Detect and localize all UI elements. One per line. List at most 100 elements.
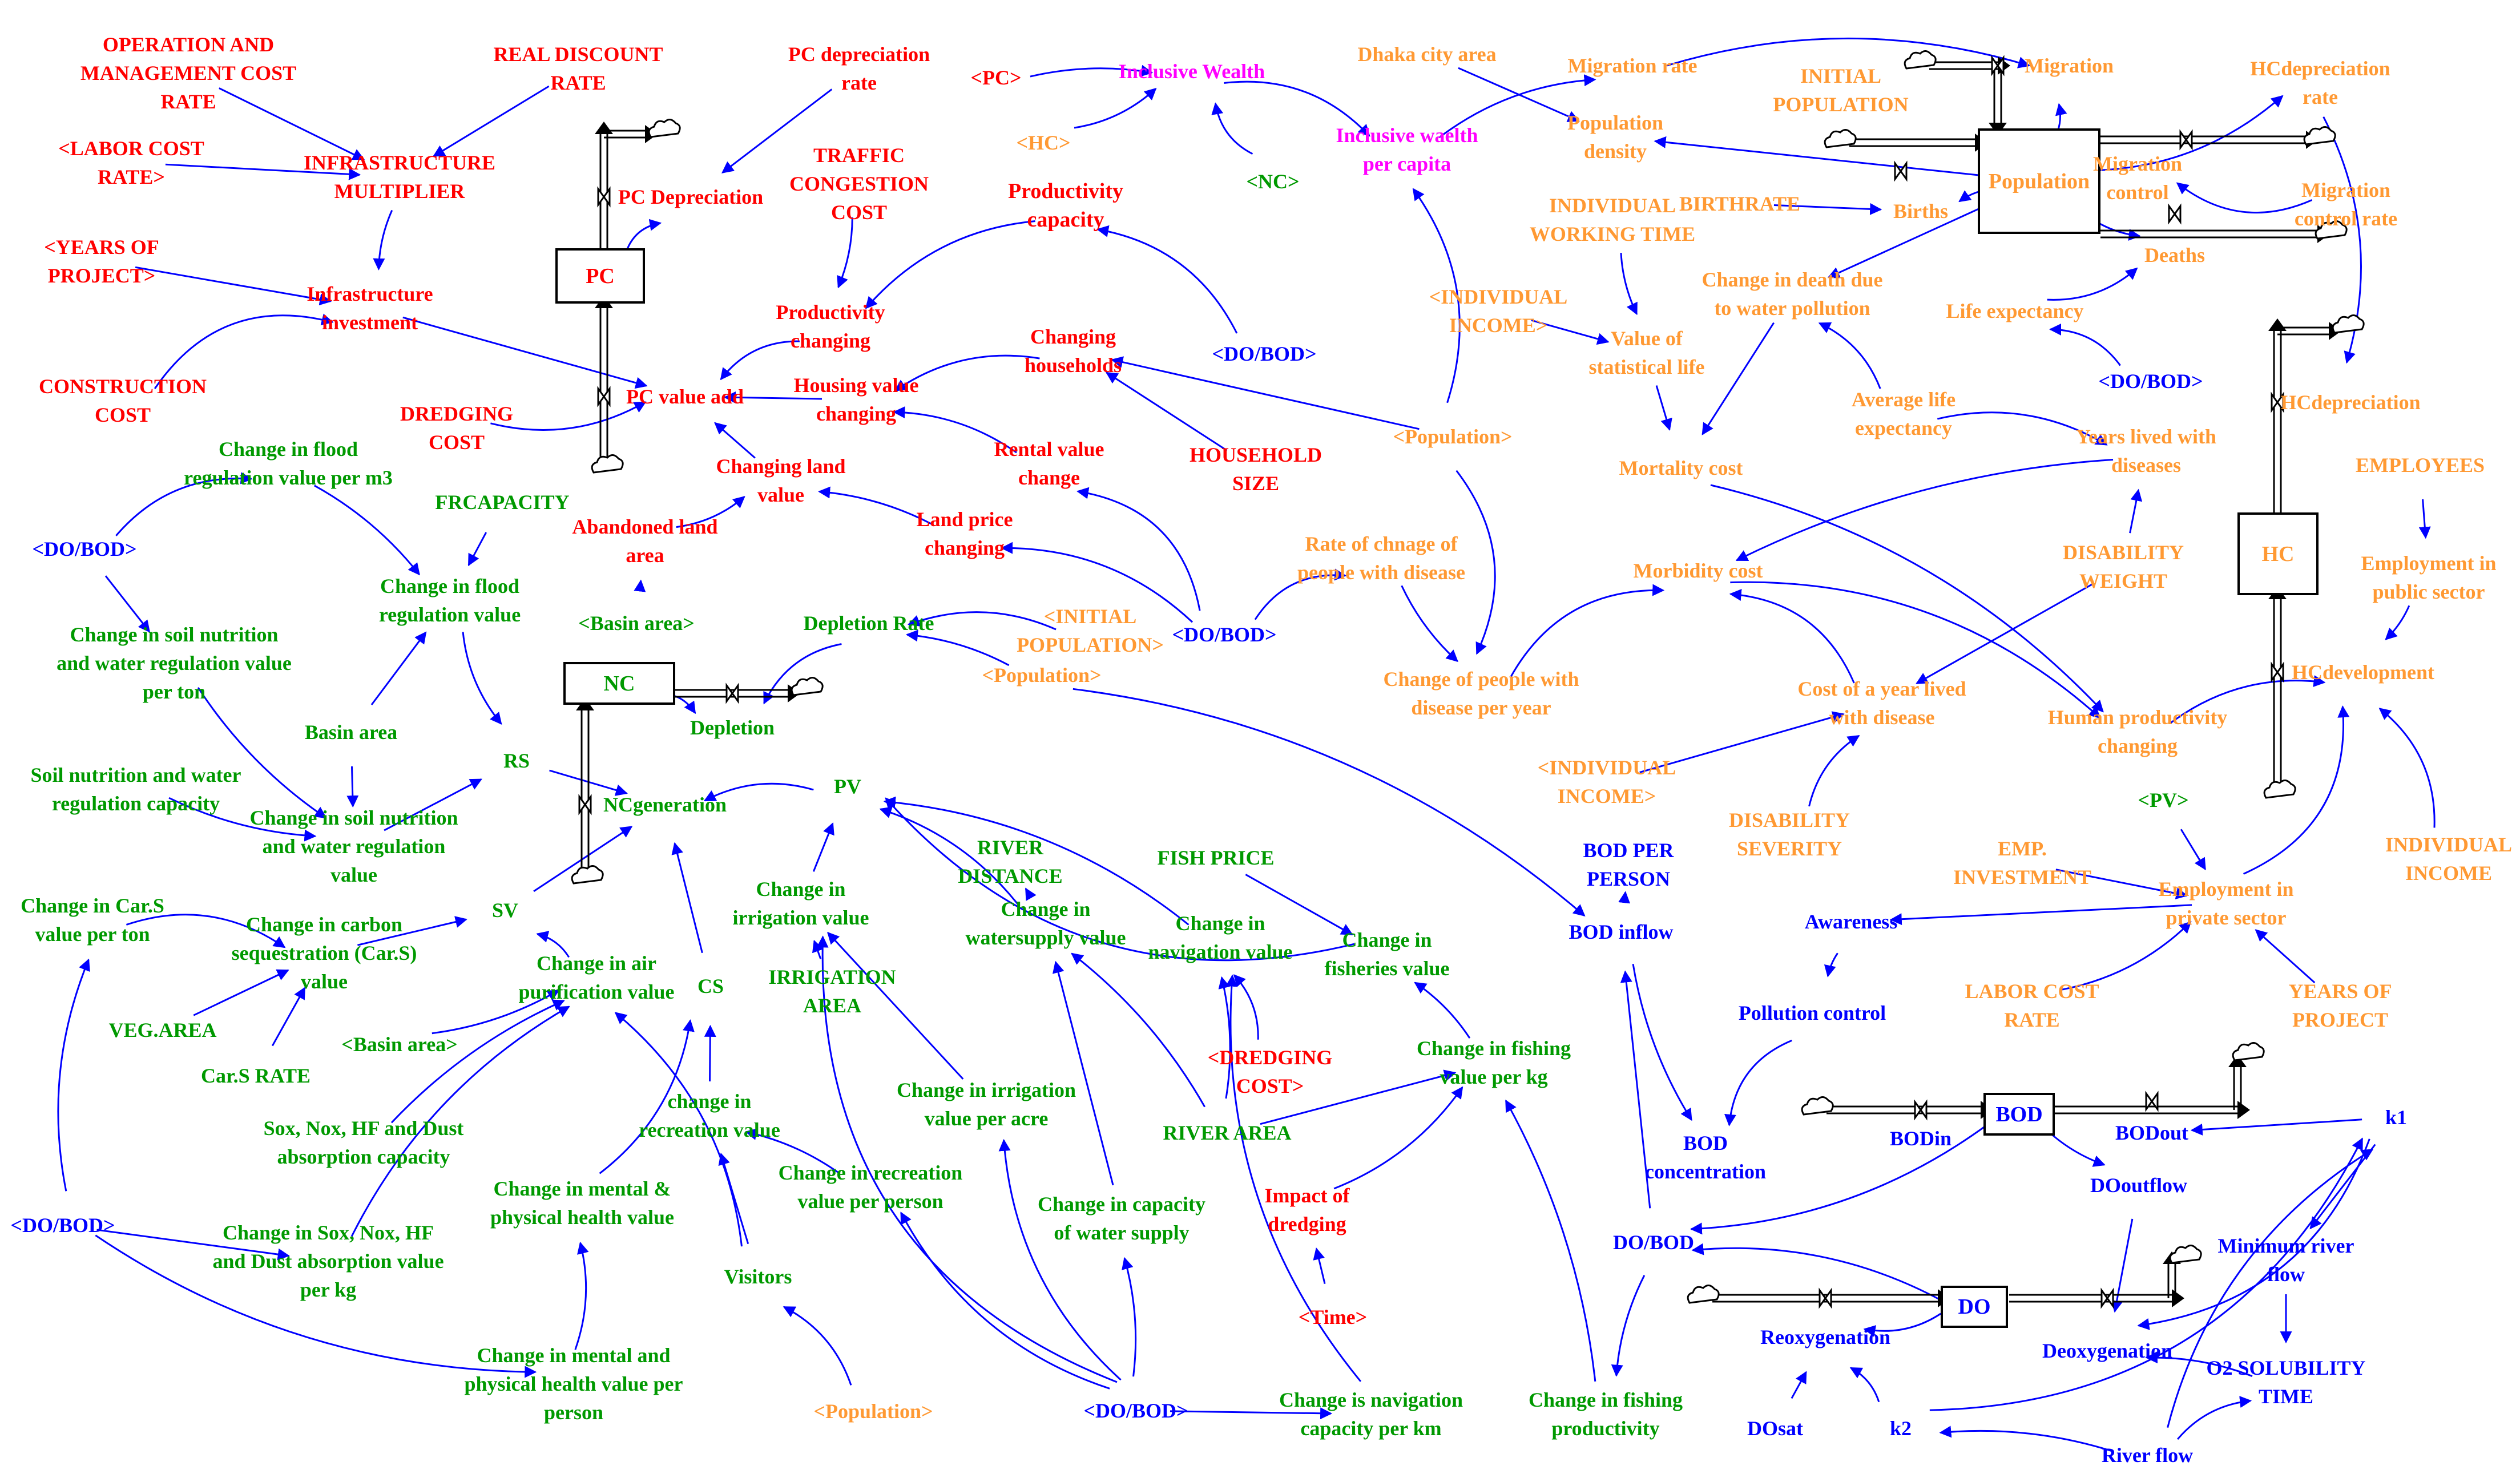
var-initial-pop-s[interactable]: <INITIAL POPULATION> [1017, 605, 1164, 656]
var-life-exp[interactable]: Life expectancy [1946, 300, 2084, 322]
var-pc-value-add[interactable]: PC value add [626, 385, 744, 408]
valve-hc-development[interactable] [2271, 661, 2284, 683]
var-sox-per-kg[interactable]: Change in Sox, Nox, HF and Dust absorpti… [212, 1221, 444, 1301]
var-visitors[interactable]: Visitors [724, 1265, 792, 1288]
var-household-size[interactable]: HOUSEHOLD SIZE [1189, 443, 1323, 495]
var-rs[interactable]: RS [503, 749, 530, 772]
var-individual-income[interactable]: INDIVIDUAL INCOME [2385, 833, 2513, 885]
var-k2[interactable]: k2 [1889, 1417, 1912, 1440]
var-indiv-income-s2[interactable]: <INDIVIDUAL INCOME> [1537, 756, 1676, 807]
var-bodout[interactable]: BODout [2115, 1121, 2189, 1144]
var-land-price[interactable]: Land price changing [916, 508, 1013, 559]
var-bod-inflow[interactable]: BOD inflow [1569, 920, 1674, 943]
var-migration-rate[interactable]: Migration rate [1567, 54, 1698, 77]
var-river-area[interactable]: RIVER AREA [1163, 1121, 1292, 1144]
var-flood-per-m3[interactable]: Change in flood regulation value per m3 [184, 438, 393, 489]
var-employment-public[interactable]: Employment in public sector [2361, 552, 2497, 603]
valve-nc-generation[interactable] [578, 794, 592, 815]
var-dosat[interactable]: DOsat [1747, 1417, 1803, 1440]
var-emp-investment[interactable]: EMP. INVESTMENT [1953, 837, 2092, 889]
var-pv-shadow[interactable]: <PV> [2138, 789, 2189, 811]
valve-reoxygenation[interactable] [1819, 1287, 1832, 1309]
var-sv[interactable]: SV [491, 899, 519, 922]
var-basin-area-s2[interactable]: <Basin area> [341, 1033, 458, 1056]
var-rental-value[interactable]: Rental value change [994, 438, 1104, 489]
stock-bod[interactable]: BOD [1983, 1093, 2055, 1136]
var-cs[interactable]: CS [697, 975, 724, 998]
var-awareness[interactable]: Awareness [1804, 910, 1898, 933]
valve-pc-depreciation[interactable] [597, 186, 611, 208]
var-migration-control[interactable]: Migration control [2093, 152, 2182, 204]
var-hc-shadow[interactable]: <HC> [1016, 131, 1071, 154]
var-traffic[interactable]: TRAFFIC CONGESTION COST [789, 144, 929, 224]
var-river-distance[interactable]: RIVER DISTANCE [958, 836, 1063, 887]
var-pollution-control[interactable]: Pollution control [1738, 1002, 1886, 1024]
var-nc-shadow[interactable]: <NC> [1246, 170, 1300, 193]
var-capacity-water[interactable]: Change in capacity of water supply [1037, 1193, 1206, 1244]
valve-deaths[interactable] [2168, 203, 2182, 225]
var-dobod-4[interactable]: <DO/BOD> [10, 1214, 115, 1237]
valve-migration[interactable] [1991, 55, 2005, 76]
stock-pc[interactable]: PC [555, 248, 645, 304]
var-pc-depreciation[interactable]: PC Depreciation [618, 185, 764, 208]
var-vsl[interactable]: Value of statistical life [1588, 327, 1705, 378]
var-nav-capacity[interactable]: Change is navigation capacity per km [1279, 1388, 1463, 1440]
var-disability-severity[interactable]: DISABILITY SEVERITY [1728, 809, 1850, 860]
var-indiv-work-time[interactable]: INDIVIDUAL WORKING TIME [1529, 194, 1696, 245]
var-dobod-3[interactable]: <DO/BOD> [32, 538, 137, 560]
var-years-project[interactable]: <YEARS OF PROJECT> [44, 236, 159, 287]
var-mental-per-person[interactable]: Change in mental and physical health val… [464, 1344, 683, 1424]
var-housing-value[interactable]: Housing value changing [793, 374, 919, 425]
var-change-death[interactable]: Change in death due to water pollution [1701, 268, 1883, 320]
valve-depletion[interactable] [725, 683, 739, 704]
stock-population[interactable]: Population [1978, 128, 2100, 234]
var-carS-per-ton[interactable]: Change in Car.S value per ton [21, 894, 164, 946]
var-depletion[interactable]: Depletion [690, 716, 775, 739]
var-pop-shadow-2[interactable]: <Population> [982, 664, 1102, 687]
var-cost-year-disease[interactable]: Cost of a year lived with disease [1797, 677, 1966, 729]
var-op-cost[interactable]: OPERATION AND MANAGEMENT COST RATE [80, 33, 297, 113]
var-recreation[interactable]: change in recreation value [639, 1090, 780, 1141]
var-hc-dep-rate[interactable]: HCdepreciation rate [2250, 57, 2390, 108]
valve-births[interactable] [1894, 160, 1908, 182]
valve-deoxygenation[interactable] [2100, 1287, 2114, 1309]
var-irrigation-per-acre[interactable]: Change in irrigation value per acre [896, 1079, 1076, 1130]
var-abandoned[interactable]: Abandoned land area [572, 515, 718, 567]
var-frcapacity[interactable]: FRCAPACITY [435, 491, 570, 514]
var-avg-life[interactable]: Average life expectancy [1851, 388, 1956, 439]
var-change-watersupply[interactable]: Change in watersupply value [965, 898, 1126, 949]
var-deaths[interactable]: Deaths [2144, 244, 2205, 266]
var-labor-cost[interactable]: <LABOR COST RATE> [58, 137, 204, 188]
valve-bodout[interactable] [2145, 1091, 2159, 1112]
var-mortality[interactable]: Mortality cost [1619, 457, 1743, 479]
var-hc-development[interactable]: HCdevelopment [2292, 661, 2434, 684]
var-migration-control-rate[interactable]: Migration control rate [2294, 179, 2398, 230]
var-changing-land[interactable]: Changing land value [716, 455, 846, 506]
var-disability-weight[interactable]: DISABILITY WEIGHT [2062, 541, 2184, 592]
var-indiv-income-s1[interactable]: <INDIVIDUAL INCOME> [1429, 285, 1568, 337]
var-labor-cost-rate[interactable]: LABOR COST RATE [1965, 980, 2099, 1031]
var-reoxygenation[interactable]: Reoxygenation [1760, 1326, 1890, 1348]
var-bodin[interactable]: BODin [1889, 1127, 1952, 1150]
valve-bodin[interactable] [1914, 1099, 1928, 1121]
var-change-carbon[interactable]: Change in carbon sequestration (Car.S) v… [231, 913, 417, 993]
var-employment-private[interactable]: Employment in private sector [2158, 878, 2294, 929]
var-depletion-rate[interactable]: Depletion Rate [803, 612, 934, 635]
var-irrigation-area[interactable]: IRRIGATION AREA [768, 966, 896, 1017]
var-prod-capacity[interactable]: Productivity capacity [1008, 179, 1123, 232]
var-dredging-cost-s[interactable]: <DREDGING COST> [1207, 1046, 1333, 1097]
var-fishing-per-kg[interactable]: Change in fishing value per kg [1416, 1037, 1571, 1088]
var-bod-concentration[interactable]: BOD concentration [1645, 1132, 1766, 1183]
var-dobod-main[interactable]: DO/BOD [1612, 1231, 1695, 1254]
var-dobod-5[interactable]: <DO/BOD> [1083, 1399, 1188, 1422]
var-time-shadow[interactable]: <Time> [1298, 1306, 1368, 1328]
var-pv[interactable]: PV [834, 775, 861, 798]
var-change-navigation[interactable]: Change in navigation value [1148, 912, 1293, 963]
var-fishing-productivity[interactable]: Change in fishing productivity [1528, 1388, 1683, 1440]
var-birthrate[interactable]: BIRTHRATE [1679, 192, 1801, 215]
stock-do[interactable]: DO [1941, 1286, 2008, 1328]
var-o2-solubility[interactable]: O2 SOLUBILITY TIME [2206, 1356, 2366, 1408]
var-rate-disease[interactable]: Rate of chnage of people with disease [1297, 532, 1466, 584]
var-soil-capacity[interactable]: Soil nutrition and water regulation capa… [30, 764, 241, 815]
var-initial-pop[interactable]: INITIAL POPULATION [1773, 64, 1909, 116]
